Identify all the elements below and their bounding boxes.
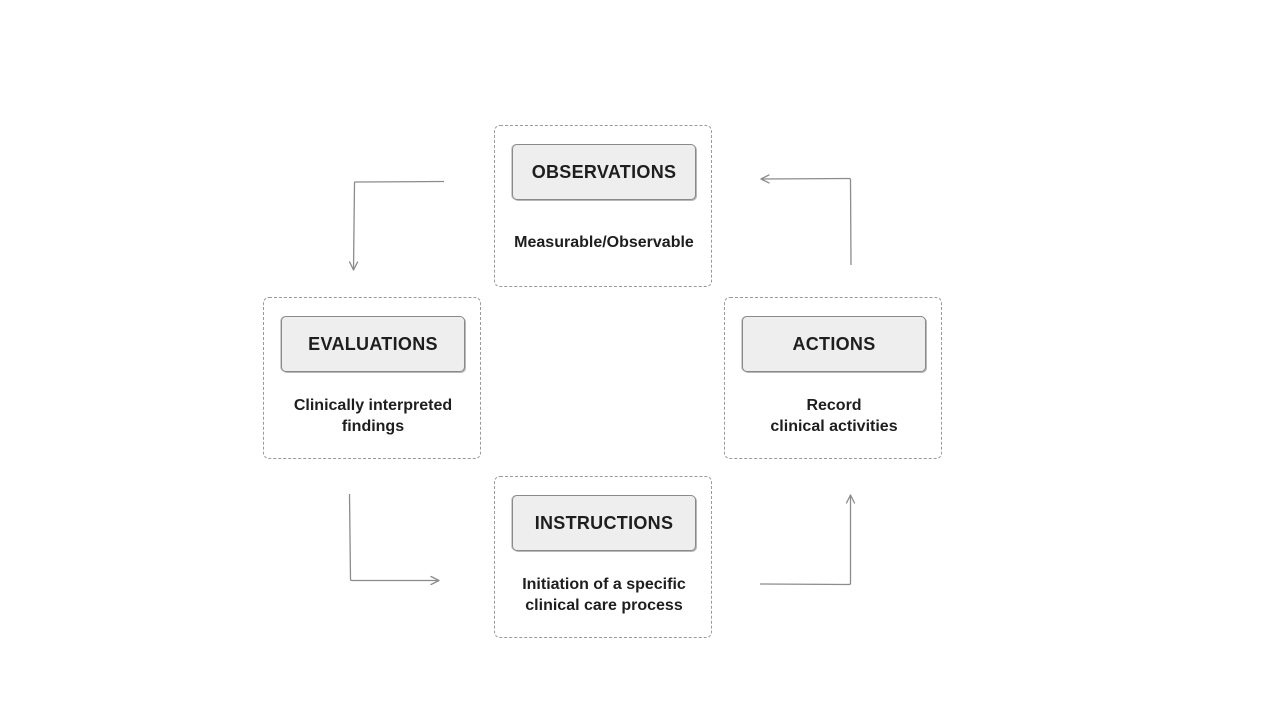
observations-title-box: OBSERVATIONS bbox=[512, 144, 696, 200]
instructions-description: Initiation of a specific clinical care p… bbox=[522, 576, 686, 614]
evaluations-node: EVALUATIONS Clinically interpreted findi… bbox=[263, 297, 481, 459]
observations-description: Measurable/Observable bbox=[514, 234, 694, 251]
arrow-evaluations-to-instructions bbox=[348, 493, 440, 586]
arrow-actions-to-observations bbox=[760, 174, 852, 266]
actions-description: Record clinical activities bbox=[770, 397, 898, 435]
observations-node: OBSERVATIONS Measurable/Observable bbox=[494, 125, 712, 287]
instructions-node: INSTRUCTIONS Initiation of a specific cl… bbox=[494, 476, 712, 638]
actions-title-box: ACTIONS bbox=[742, 316, 926, 372]
arrow-instructions-to-actions bbox=[759, 494, 856, 586]
evaluations-title-box: EVALUATIONS bbox=[281, 316, 465, 372]
arrow-observations-to-evaluations bbox=[348, 180, 445, 271]
instructions-title-box: INSTRUCTIONS bbox=[512, 495, 696, 551]
actions-node: ACTIONS Record clinical activities bbox=[724, 297, 942, 459]
evaluations-description: Clinically interpreted findings bbox=[293, 397, 453, 435]
